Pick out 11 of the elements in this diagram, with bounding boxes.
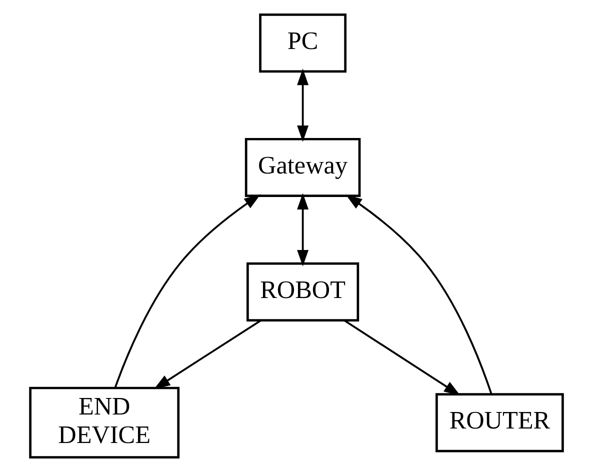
arrow	[344, 320, 460, 396]
arrow	[345, 194, 492, 394]
node-box: ROUTER	[435, 393, 564, 452]
node-box: Gateway	[244, 138, 360, 198]
arrow	[114, 194, 260, 388]
node-box: END DEVICE	[28, 386, 180, 458]
arrow	[153, 320, 261, 390]
node-box: ROBOT	[246, 262, 359, 322]
arrow	[296, 193, 308, 266]
arrow	[296, 68, 308, 142]
node-box: PC	[258, 14, 346, 73]
